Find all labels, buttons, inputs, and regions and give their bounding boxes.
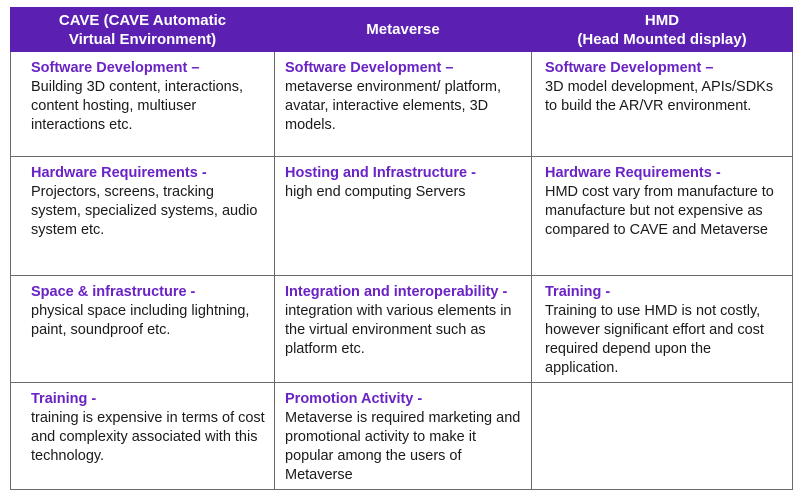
- cell-hmd-hardware: Hardware Requirements - HMD cost vary fr…: [531, 156, 793, 276]
- cell-title: Software Development –: [31, 60, 200, 76]
- cell-hmd-training: Training - Training to use HMD is not co…: [531, 275, 793, 383]
- table-header: CAVE (CAVE Automatic Virtual Environment…: [10, 7, 793, 52]
- header-metaverse-line1: Metaverse: [366, 21, 440, 38]
- cell-hmd-software: Software Development – 3D model developm…: [531, 51, 793, 157]
- cell-body: Metaverse is required marketing and prom…: [285, 410, 521, 483]
- table-row: Training - training is expensive in term…: [10, 382, 793, 490]
- header-cave-line1: CAVE (CAVE Automatic: [58, 11, 227, 29]
- cell-body: 3D model development, APIs/SDKs to build…: [545, 79, 774, 114]
- cell-cave-space: Space & infrastructure - physical space …: [10, 275, 275, 383]
- header-hmd-line1: HMD: [644, 11, 680, 29]
- comparison-table: CAVE (CAVE Automatic Virtual Environment…: [10, 7, 793, 490]
- cell-body: Training to use HMD is not costly, howev…: [545, 303, 764, 376]
- cell-metaverse-hosting: Hosting and Infrastructure - high end co…: [274, 156, 532, 276]
- table-row: Software Development – Building 3D conte…: [10, 51, 793, 157]
- cell-body: integration with various elements in the…: [285, 303, 512, 357]
- cell-metaverse-software: Software Development – metaverse environ…: [274, 51, 532, 157]
- cell-title: Space & infrastructure -: [31, 284, 196, 300]
- cell-body: high end computing Servers: [285, 184, 466, 200]
- table-row: Space & infrastructure - physical space …: [10, 275, 793, 383]
- cell-title: Training -: [545, 284, 611, 300]
- cell-title: Promotion Activity -: [285, 391, 423, 407]
- cell-title: Software Development –: [545, 60, 714, 76]
- header-hmd: HMD (Head Mounted display): [531, 7, 793, 52]
- cell-metaverse-integration: Integration and interoperability - integ…: [274, 275, 532, 383]
- cell-body: physical space including lightning, pain…: [31, 303, 250, 338]
- cell-body: Projectors, screens, tracking system, sp…: [31, 184, 258, 238]
- cell-cave-hardware: Hardware Requirements - Projectors, scre…: [10, 156, 275, 276]
- cell-body: HMD cost vary from manufacture to manufa…: [545, 184, 774, 238]
- table-body: Software Development – Building 3D conte…: [10, 51, 793, 490]
- header-cave-line2: Virtual Environment): [68, 30, 217, 48]
- cell-title: Hardware Requirements -: [31, 165, 207, 181]
- cell-cave-software: Software Development – Building 3D conte…: [10, 51, 275, 157]
- table-row: Hardware Requirements - Projectors, scre…: [10, 156, 793, 276]
- cell-title: Training -: [31, 391, 97, 407]
- cell-hmd-empty: [531, 382, 793, 490]
- cell-metaverse-promotion: Promotion Activity - Metaverse is requir…: [274, 382, 532, 490]
- cell-title: Hosting and Infrastructure -: [285, 165, 476, 181]
- header-row: CAVE (CAVE Automatic Virtual Environment…: [10, 7, 793, 52]
- cell-title: Software Development –: [285, 60, 454, 76]
- cell-body: training is expensive in terms of cost a…: [31, 410, 265, 464]
- header-metaverse: Metaverse: [274, 7, 532, 52]
- cell-body: Building 3D content, interactions, conte…: [31, 79, 243, 133]
- cell-cave-training: Training - training is expensive in term…: [10, 382, 275, 490]
- cell-body: metaverse environment/ platform, avatar,…: [285, 79, 501, 133]
- cell-title: Hardware Requirements -: [545, 165, 721, 181]
- cell-title: Integration and interoperability -: [285, 284, 508, 300]
- header-cave: CAVE (CAVE Automatic Virtual Environment…: [10, 7, 275, 52]
- header-hmd-line2: (Head Mounted display): [577, 30, 747, 48]
